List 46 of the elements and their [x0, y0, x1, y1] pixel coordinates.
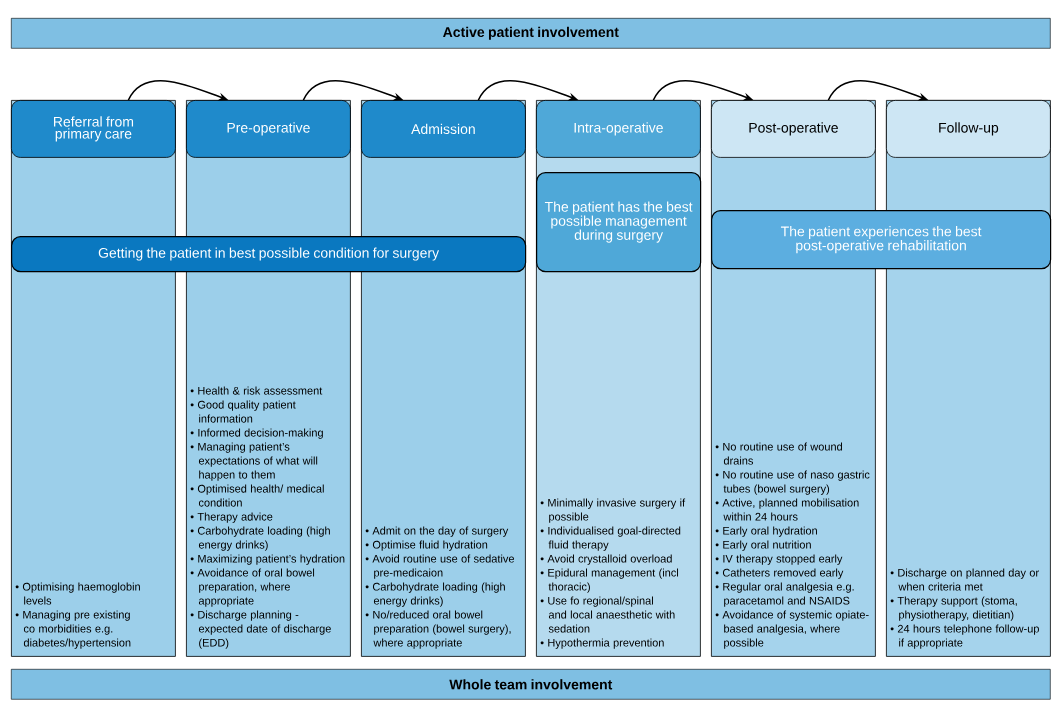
bullet-item: • Early oral nutrition	[715, 540, 811, 551]
bullet-item: • No routine use of wound drains	[715, 442, 842, 465]
bullet-item: • Minimally invasive surgery if possible	[540, 498, 686, 523]
bullet-item: • Optimising haemoglobin levels	[15, 582, 140, 605]
bullet-item: • Active, planned mobilisation within 24 hours	[715, 498, 859, 521]
bullet-item: • Managing pre existing co morbidities e.g. diabetes/hypertension	[15, 610, 131, 649]
heading-band: Whole team involvement	[11, 669, 1051, 700]
phase-header: Admission	[361, 100, 526, 158]
bullet-item: • Epidural management (incl thoracic)	[540, 568, 678, 593]
bullet-item: • Informed decision-making	[190, 428, 323, 439]
heading-band: Active patient involvement	[11, 18, 1051, 49]
goal-banner: Getting the patient in best possible condition for surgery	[11, 236, 527, 273]
bullet-item: • Optimised health/ medical condition	[190, 484, 324, 507]
bullet-item: • Avoid crystalloid overload	[540, 554, 672, 565]
bullet-item: • IV therapy stopped early	[715, 554, 843, 565]
bullet-item: • Carbohydrate loading (high energy drinks)	[365, 582, 505, 607]
bullet-item: • Therapy support (stoma, physiotherapy, dietitian)	[890, 596, 1017, 621]
goal-banner: The patient experiences the best post-operative rehabilitation	[711, 210, 1052, 270]
bullet-item: • Good quality patient information	[190, 400, 296, 423]
bullet-item: • Maximizing patient’s hydration	[190, 554, 345, 565]
bullet-item: • Managing patient’s expectations of what will happen to them	[190, 442, 318, 481]
bullet-item: • No routine use of naso gastric tubes (bowel surgery)	[715, 470, 870, 495]
bullet-item: • Regular oral analgesia e.g. paracetamol and NSAIDS	[715, 582, 854, 607]
phase-header: Follow-up	[886, 100, 1051, 158]
bullet-item: • Avoidance of oral bowel preparation, where appropriate	[190, 568, 315, 607]
goal-banner: The patient has the best possible management during surgery	[536, 172, 702, 273]
bullet-item: • Hypothermia prevention	[540, 638, 664, 649]
bullet-item: • Early oral hydration	[715, 526, 817, 537]
bullet-item: • Discharge on planned day or when criteria met	[890, 568, 1039, 591]
bullet-item: • Use fo regional/spinal and local anaesthetic with sedation	[540, 596, 675, 633]
bullet-item: • Discharge planning - expected date of discharge (EDD)	[190, 610, 331, 649]
bullet-item: • Therapy advice	[190, 512, 273, 523]
phase-header: Intra-operative	[536, 100, 701, 158]
bullet-item: • Avoid routine use of sedative pre-medicaion	[365, 554, 515, 579]
bullet-item: • No/reduced oral bowel preparation (bowel surgery), where appropriate	[365, 610, 511, 649]
phase-header: Pre-operative	[186, 100, 351, 158]
bullet-item: • Individualised goal-directed fluid therapy	[540, 526, 681, 551]
bullet-item: • Avoidance of systemic opiate-based analgesia, where possible	[715, 610, 869, 649]
bullet-item: • Optimise fluid hydration	[365, 540, 488, 551]
phase-header: Post-operative	[711, 100, 876, 158]
phase-header: Referral from primary care	[11, 100, 176, 158]
bullet-item: • Health & risk assessment	[190, 386, 323, 395]
bullet-item: • Admit on the day of surgery	[365, 526, 509, 537]
bullet-item: • Catheters removed early	[715, 568, 844, 579]
bullet-item: • Carbohydrate loading (high energy drinks)	[190, 526, 330, 551]
bullet-item: • 24 hours telephone follow-up if appropriate	[890, 624, 1039, 649]
